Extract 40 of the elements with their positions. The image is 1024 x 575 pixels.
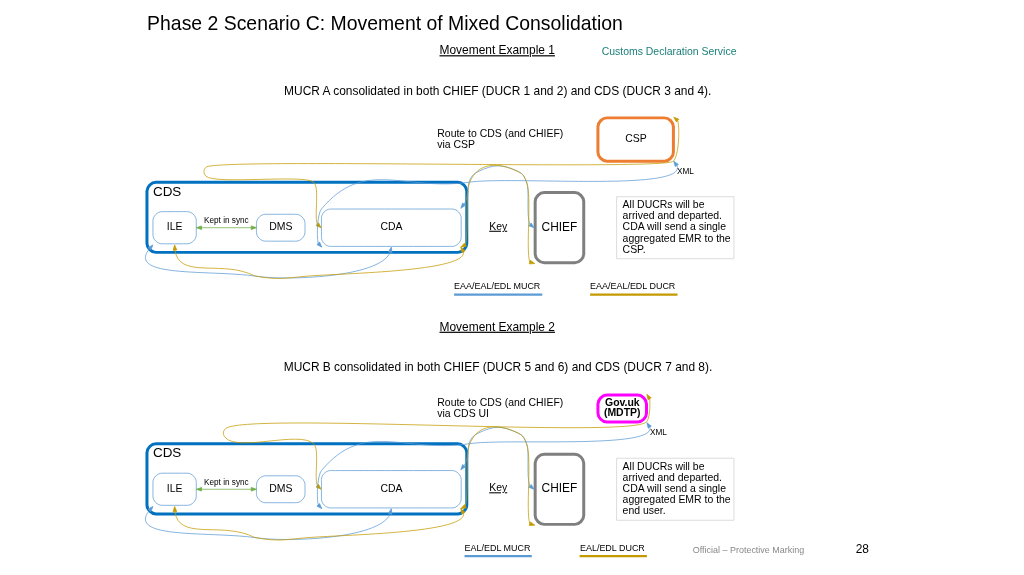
arrow: [172, 506, 466, 541]
node-box: CHIEF: [533, 191, 586, 265]
label: Customs Declaration Service: [601, 45, 737, 57]
label: Key: [489, 482, 508, 494]
node-box: All DUCRs will be arrived and departed. CDA will send a single aggregated EMR to the CSP.: [616, 196, 735, 260]
node-box: ILE: [152, 211, 197, 245]
arrow: [316, 160, 679, 248]
node-box: DMS: [256, 475, 306, 504]
node-box: CSP: [596, 116, 675, 163]
arrow: [145, 244, 393, 279]
label: 28: [855, 542, 870, 557]
legend-label: EAL/EDL DUCR: [580, 542, 645, 553]
edge-label: XML: [650, 428, 667, 438]
arrow: [203, 116, 680, 229]
edge-label: Kept in sync: [204, 477, 249, 487]
node-box: Gov.uk (MDTP): [596, 393, 648, 424]
label: Key: [489, 220, 508, 232]
label: Official – Protective Marking: [692, 544, 805, 555]
label: Movement Example 1: [439, 43, 555, 58]
edge-label: Kept in sync: [204, 216, 249, 226]
node-box: CDA: [321, 208, 462, 247]
arrow: [172, 244, 466, 279]
label: Route to CDS (and CHIEF) via CSP: [437, 127, 564, 150]
node-box: CDA: [321, 470, 462, 509]
diagram-title: Phase 2 Scenario C: Movement of Mixed Consolidation: [147, 11, 623, 34]
label: MUCR A consolidated in both CHIEF (DUCR 1 and 2) and CDS (DUCR 3 and 4).: [284, 83, 712, 98]
label: Route to CDS (and CHIEF) via CDS UI: [437, 396, 564, 419]
arrow: [195, 225, 257, 230]
edge-label: XML: [676, 166, 694, 176]
label: MUCR B consolidated in both CHIEF (DUCR 5 and 6) and CDS (DUCR 7 and 8).: [283, 360, 713, 375]
arrow: [195, 487, 257, 492]
node-box: All DUCRs will be arrived and departed. CDA will send a single aggregated EMR to the end user.: [616, 457, 735, 521]
node-box: CHIEF: [533, 452, 586, 526]
arrow: [316, 422, 652, 510]
legend-label: EAL/EDL MUCR: [464, 542, 531, 553]
label: Movement Example 2: [439, 319, 555, 334]
node-box: ILE: [152, 472, 197, 506]
node-box: DMS: [256, 213, 306, 242]
legend-label: EAA/EAL/EDL DUCR: [590, 281, 676, 292]
legend-label: EAA/EAL/EDL MUCR: [454, 281, 541, 292]
